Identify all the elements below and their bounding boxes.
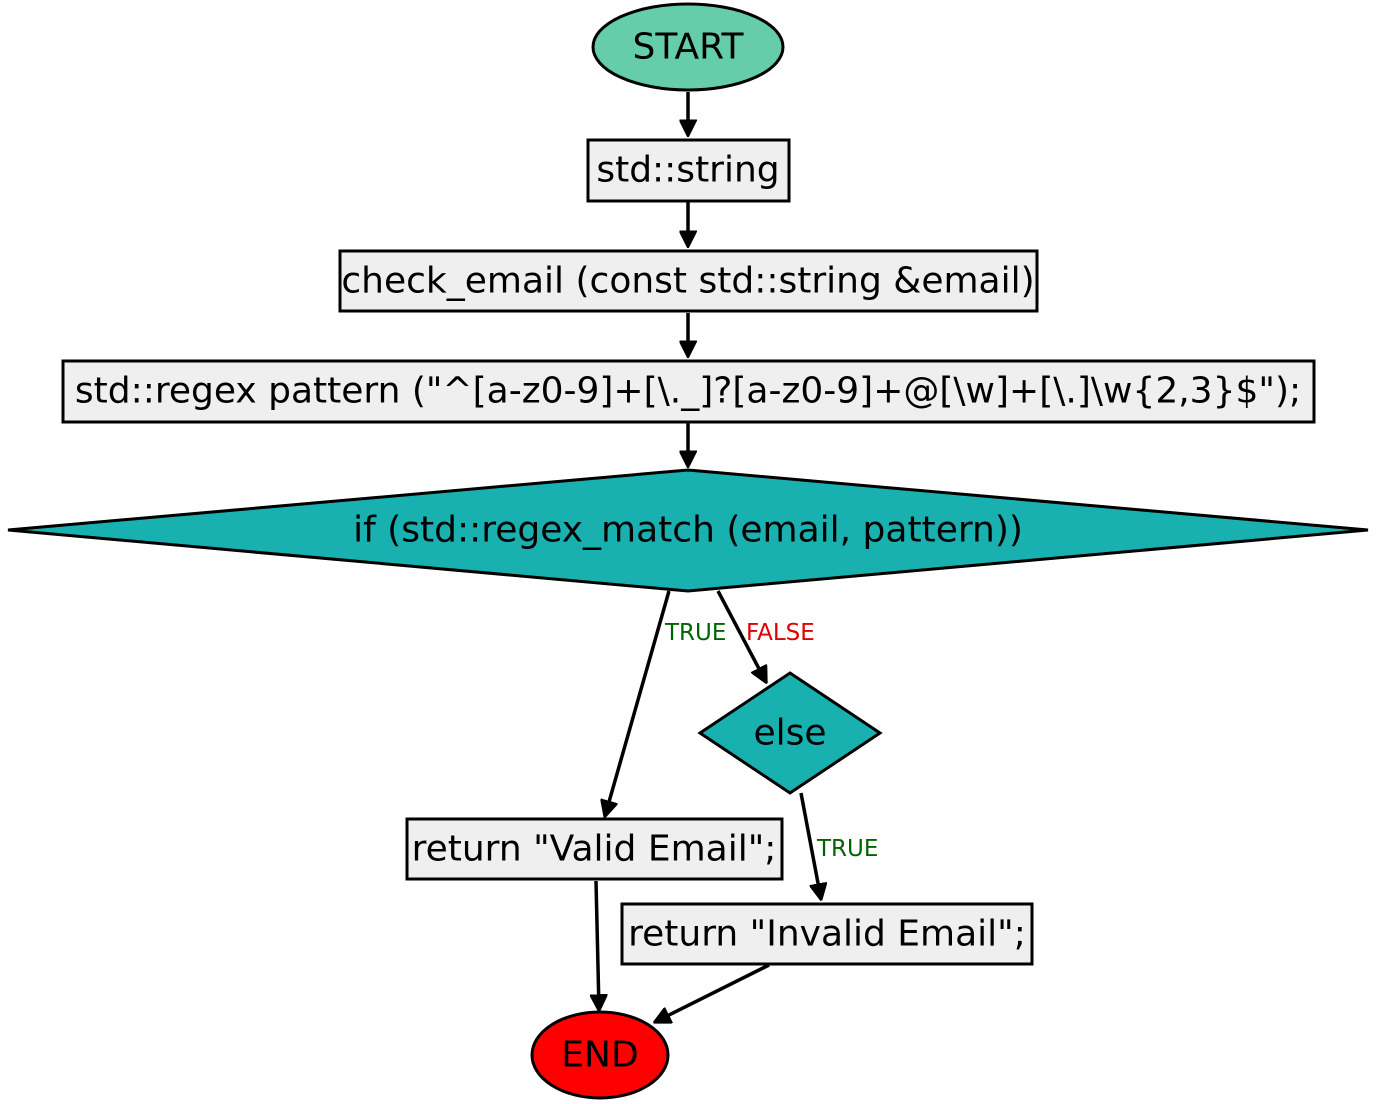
- start-label: START: [632, 27, 744, 68]
- edges: [596, 92, 821, 1022]
- regex-node: std::regex pattern ("^[a-z0-9]+[\._]?[a-…: [61, 359, 1316, 424]
- return-valid-node: return "Valid Email";: [405, 817, 784, 881]
- else-decision-node: else: [697, 671, 883, 795]
- function-label: check_email (const std::string &email): [341, 261, 1034, 302]
- else-decision-label: else: [753, 713, 826, 754]
- edge-cond-valid: [605, 590, 671, 816]
- edge-label-cond-true: TRUE: [664, 620, 726, 646]
- start-node: START: [591, 2, 785, 92]
- if-decision-node: if (std::regex_match (email, pattern)): [7, 468, 1369, 593]
- return-invalid-label: return "Invalid Email";: [628, 914, 1026, 955]
- declaration-label: std::string: [596, 150, 779, 191]
- end-label: END: [561, 1035, 638, 1076]
- return-invalid-node: return "Invalid Email";: [620, 902, 1034, 966]
- edge-label-else-true: TRUE: [816, 836, 878, 862]
- edge-label-cond-false: FALSE: [746, 620, 815, 646]
- return-valid-label: return "Valid Email";: [412, 829, 777, 870]
- edge-else-invalid: [799, 792, 821, 899]
- end-node: END: [530, 1010, 670, 1100]
- edge-invalid-end: [655, 963, 770, 1022]
- edge-valid-end: [596, 880, 599, 1010]
- declaration-node: std::string: [586, 138, 791, 203]
- edge-cond-else: [716, 590, 766, 682]
- regex-label: std::regex pattern ("^[a-z0-9]+[\._]?[a-…: [75, 371, 1301, 412]
- function-node: check_email (const std::string &email): [338, 249, 1039, 313]
- if-decision-label: if (std::regex_match (email, pattern)): [353, 510, 1023, 551]
